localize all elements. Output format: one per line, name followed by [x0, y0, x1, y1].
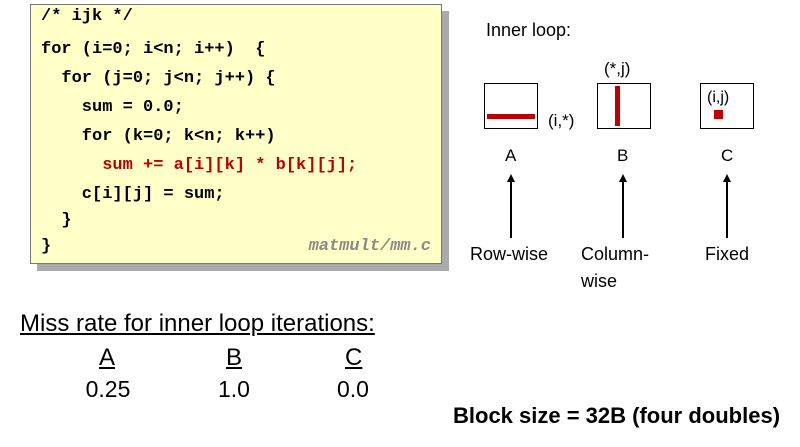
access-label-c: Fixed [705, 244, 750, 264]
code-line-for-k: for (k=0; k<n; k++) [41, 127, 276, 146]
code-line-store-c: c[i][j] = sum; [41, 185, 225, 204]
access-label-b-line2: wise [581, 271, 618, 291]
matrix-a-row-highlight [487, 114, 535, 119]
code-line-close-j: } [41, 211, 72, 230]
arrow-b-shaft [622, 182, 624, 238]
matrix-b-index-label: (*,j) [604, 59, 631, 78]
miss-rate-value-c: 0.0 [337, 376, 369, 402]
matrix-a-name: A [505, 146, 517, 165]
matrix-b-column-highlight [615, 86, 620, 126]
code-line-comment: /* ijk */ [41, 7, 133, 26]
matrix-c-element-highlight [714, 110, 723, 119]
matrix-b-name: B [617, 146, 629, 165]
matrix-b [597, 83, 651, 129]
code-line-for-i: for (i=0; i<n; i++) { [41, 40, 266, 59]
arrow-b-head [619, 174, 627, 182]
matrix-c-name: C [721, 146, 734, 165]
matrix-c-index-label: (i,j) [707, 89, 730, 106]
block-size-note: Block size = 32B (four doubles) [453, 403, 781, 428]
matrix-c: (i,j) [700, 83, 754, 129]
access-label-b-line1: Column- [581, 244, 650, 264]
code-panel: /* ijk */ for (i=0; i<n; i++) { for (j=0… [30, 4, 442, 264]
miss-rate-col-a: A [99, 344, 116, 371]
miss-rate-value-b: 1.0 [218, 376, 250, 402]
code-line-inner-sum: sum += a[i][k] * b[k][j]; [41, 156, 358, 175]
code-filename: matmult/mm.c [308, 237, 431, 256]
miss-rate-value-a: 0.25 [85, 376, 131, 402]
matrix-a-index-label: (i,*) [548, 111, 575, 130]
arrow-a-head [507, 174, 515, 182]
arrow-c-shaft [726, 182, 728, 238]
code-line-close-i: } [41, 237, 52, 256]
code-line-for-j: for (j=0; j<n; j++) { [41, 69, 276, 88]
arrow-a-shaft [510, 182, 512, 238]
miss-rate-col-b: B [226, 344, 243, 371]
diagram-title: Inner loop: [486, 20, 572, 40]
miss-rate-title: Miss rate for inner loop iterations: [20, 310, 375, 337]
access-label-a: Row-wise [470, 244, 549, 264]
miss-rate-col-c: C [345, 344, 363, 371]
matrix-a [484, 83, 538, 129]
code-line-sum-init: sum = 0.0; [41, 98, 184, 117]
arrow-c-head [723, 174, 731, 182]
